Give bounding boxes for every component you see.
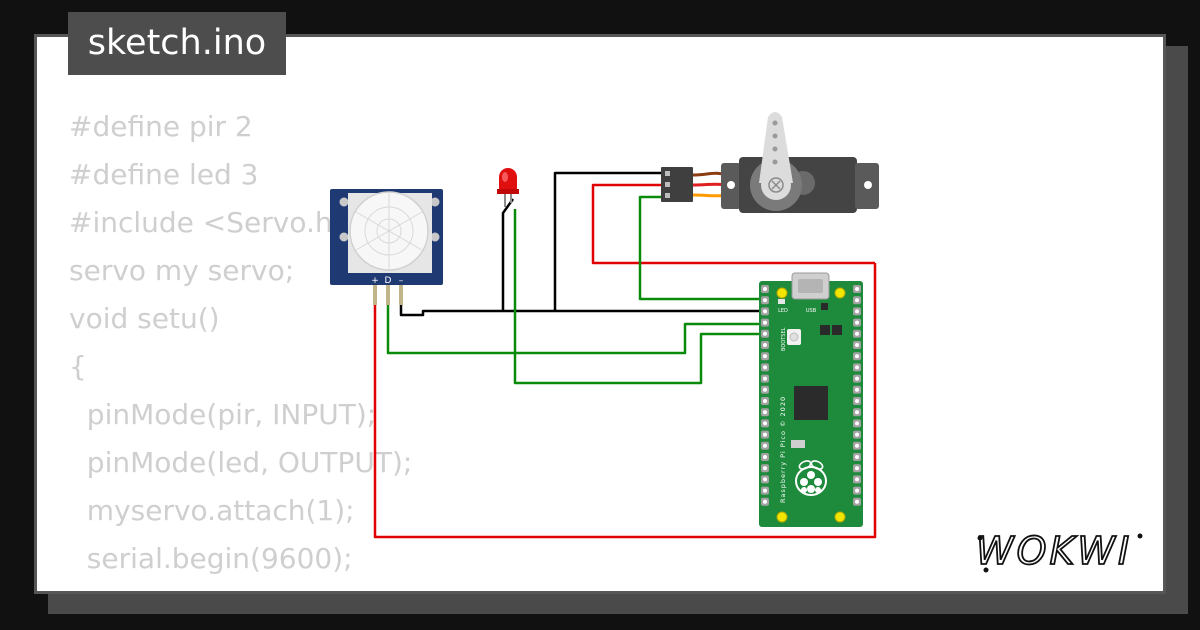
- pico-pin-hole: [855, 421, 859, 426]
- servo-motor[interactable]: [661, 112, 879, 213]
- code-line: myservo.attach(1);: [69, 494, 355, 527]
- code-line: servo my servo;: [69, 254, 295, 287]
- pico-pin-hole: [763, 309, 767, 314]
- pico-pin-hole: [855, 298, 859, 303]
- pico-pin-hole: [763, 298, 767, 303]
- pico-pin-hole: [855, 331, 859, 336]
- pir-sensor[interactable]: + D –: [330, 189, 443, 305]
- led-label: LED: [778, 308, 788, 314]
- pico-pin-hole: [855, 365, 859, 370]
- wire-black-pir-gnd[interactable]: [399, 303, 765, 317]
- pico-pin-hole: [763, 488, 767, 493]
- board-silkscreen: Raspberry Pi Pico © 2020: [779, 396, 787, 503]
- pico-pin-hole: [763, 410, 767, 415]
- code-line: pinMode(led, OUTPUT);: [69, 446, 413, 479]
- wire-red-pir-vcc[interactable]: [373, 263, 877, 539]
- file-tab[interactable]: sketch.ino: [68, 12, 286, 75]
- pico-pin-hole: [763, 399, 767, 403]
- pico-pin-hole: [763, 354, 767, 359]
- pico-pin-hole: [763, 387, 767, 392]
- pico-pin-hole: [855, 399, 859, 403]
- usb-label: USB: [806, 308, 817, 314]
- pir-pin-label-data: D: [385, 276, 392, 286]
- wire-black-servo[interactable]: [553, 171, 663, 311]
- pico-pin-hole: [855, 410, 859, 415]
- pico-pin-hole: [763, 421, 767, 426]
- pico-pin-hole: [763, 343, 767, 347]
- pir-pin-label-vcc: +: [371, 276, 379, 286]
- pir-pin-label-gnd: –: [399, 276, 404, 286]
- code-line: #define pir 2: [69, 110, 253, 143]
- code-line: pinMode(pir, INPUT);: [69, 398, 377, 431]
- pico-pin-hole: [763, 432, 767, 437]
- code-line: serial.begin(9600);: [69, 542, 353, 575]
- pico-pin-hole: [763, 477, 767, 482]
- red-led[interactable]: [497, 168, 519, 207]
- pico-pin-hole: [855, 376, 859, 381]
- pico-pin-hole: [855, 477, 859, 482]
- pico-pin-hole: [855, 466, 859, 471]
- onboard-led: [778, 299, 785, 304]
- bootsel-label: BOOTSEL: [781, 327, 787, 351]
- code-line: void setu(): [69, 302, 220, 335]
- pico-pin-hole: [855, 287, 859, 291]
- pico-pin-hole: [763, 331, 767, 336]
- raspberry-pi-pico[interactable]: USB LED BOOTSEL Raspberry Pi Pico © 2020: [759, 272, 863, 527]
- pico-pin-hole: [763, 376, 767, 381]
- wire-green-led-signal[interactable]: [513, 209, 765, 385]
- circuit-diagram: + D –: [330, 112, 879, 539]
- code-line: {: [69, 350, 87, 383]
- wire-green-servo-signal[interactable]: [638, 195, 765, 301]
- rp2040-chip: [794, 386, 828, 420]
- pico-pin-hole: [763, 365, 767, 370]
- pico-pin-hole: [855, 488, 859, 493]
- wokwi-logo: WOKWI: [975, 528, 1143, 574]
- code-editor[interactable]: #define pir 2#define led 3#include <Serv…: [69, 103, 413, 591]
- pico-pin-hole: [855, 443, 859, 448]
- pico-pin-header[interactable]: [761, 285, 861, 506]
- diagram-canvas[interactable]: #define pir 2#define led 3#include <Serv…: [34, 34, 1166, 594]
- wire-green-pir-signal[interactable]: [386, 303, 765, 355]
- pico-pin-hole: [855, 387, 859, 392]
- pico-pin-hole: [855, 320, 859, 325]
- pico-pin-hole: [763, 443, 767, 448]
- code-line: #define led 3: [69, 158, 259, 191]
- code-line: }: [69, 583, 412, 591]
- wire-black-led[interactable]: [501, 198, 515, 311]
- pico-pin-hole: [763, 499, 767, 504]
- pico-pin-hole: [855, 309, 859, 314]
- wokwi-logo-text: WOKWI: [976, 529, 1132, 573]
- raspberry-logo-icon: [795, 460, 827, 496]
- pico-pin-hole: [855, 432, 859, 437]
- pico-pin-hole: [763, 455, 767, 459]
- wire-red-servo[interactable]: [591, 183, 875, 265]
- pico-pin-hole: [855, 354, 859, 359]
- pico-pin-hole: [763, 320, 767, 325]
- pico-pin-hole: [763, 287, 767, 291]
- pico-pin-hole: [763, 466, 767, 471]
- pico-pin-hole: [855, 455, 859, 459]
- pico-pin-hole: [855, 499, 859, 504]
- pico-pin-hole: [855, 343, 859, 347]
